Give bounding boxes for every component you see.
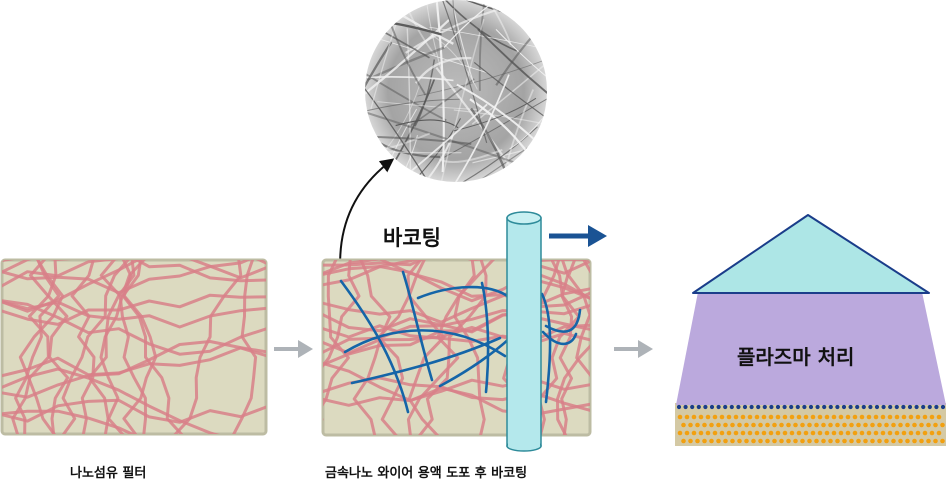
nanofiber-strand xyxy=(323,277,590,324)
nanowire-strand xyxy=(350,336,502,385)
nanofiber-strand xyxy=(2,299,266,329)
nanofiber-strand xyxy=(229,260,258,434)
nanofiber-strand xyxy=(323,260,350,435)
plasma-treatment-illustration xyxy=(675,214,946,446)
coating-direction-arrow xyxy=(549,225,607,247)
nanofiber-strand xyxy=(558,260,574,435)
nanofiber-strand xyxy=(99,260,150,434)
nanofiber-strand xyxy=(377,260,426,435)
nanofiber-strand xyxy=(2,398,266,424)
nanofiber-strand xyxy=(18,260,65,434)
coating-bar xyxy=(506,211,542,452)
bar-coating-label: 바코팅 xyxy=(383,226,441,250)
nanofiber-strand xyxy=(2,298,266,356)
nanofiber-strand xyxy=(323,260,590,288)
nanofiber-strand xyxy=(323,286,590,334)
nanofiber-strand xyxy=(2,409,266,434)
nanofiber-filter-caption: 나노섬유 필터 xyxy=(70,466,147,481)
metal-nanowires-group xyxy=(339,270,582,414)
nanofiber-strand xyxy=(2,367,266,434)
coating-process-caption: 금속나노 와이어 용액 도포 후 바코팅 xyxy=(325,466,528,481)
nanowire-strand xyxy=(480,281,490,394)
nanowire-strand xyxy=(544,308,582,333)
nanowire-strand xyxy=(540,292,552,404)
nanofiber-strand xyxy=(575,260,590,435)
nanowire-strand xyxy=(416,285,512,300)
surface-dots xyxy=(676,404,946,410)
nanowire-strand xyxy=(438,336,512,388)
nanofiber-strand xyxy=(14,260,61,434)
nanofibers-group xyxy=(2,260,266,434)
nanowire-strand xyxy=(339,279,410,414)
plasma-source xyxy=(692,214,930,294)
sem-image xyxy=(365,0,547,182)
plasma-beam xyxy=(676,292,946,405)
nanofiber-strand xyxy=(2,260,266,283)
nanofiber-filter-panel xyxy=(0,258,268,436)
nanofiber-strand xyxy=(169,260,243,434)
nanoparticle-dots xyxy=(677,414,945,444)
nanofiber-strand xyxy=(121,260,188,434)
nanofiber-strand xyxy=(2,260,266,295)
nanofiber-strand xyxy=(99,260,147,434)
process-arrow-1 xyxy=(274,340,313,358)
nanowire-strand xyxy=(401,270,434,382)
nanofiber-strand xyxy=(556,260,590,435)
nanowire-strand xyxy=(541,330,578,346)
coated-filter-panel xyxy=(321,258,592,437)
plasma-treatment-label: 플라즈마 처리 xyxy=(737,345,855,369)
nanofiber-strand xyxy=(323,260,361,435)
process-arrow-2 xyxy=(614,340,653,358)
nanofiber-strand xyxy=(323,260,590,275)
nanofiber-strand xyxy=(407,260,446,435)
nanofiber-strand xyxy=(323,265,590,303)
